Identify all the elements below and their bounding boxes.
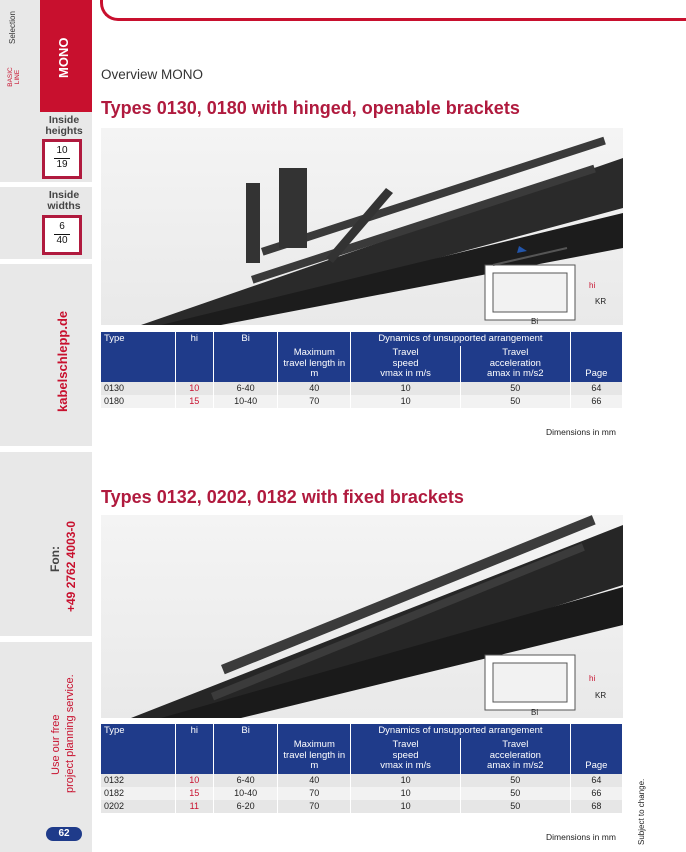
col-bi: Bi <box>213 332 279 382</box>
col-page: Page <box>570 724 624 774</box>
col-hi: hi <box>175 724 214 774</box>
website-link[interactable]: kabelschlepp.de <box>55 310 70 412</box>
diagram-kr-label: KR <box>595 691 606 700</box>
phone-number: +49 2762 4003-0 <box>64 520 78 612</box>
cable-chain-openable-image: hi KR Bi <box>141 136 623 325</box>
col-page: Page <box>570 332 624 382</box>
col-dynamics: Dynamics of unsupported arrangement <box>350 332 571 347</box>
page-overview-title: Overview MONO <box>101 67 204 82</box>
section-label: Selection <box>8 11 17 44</box>
inside-heights-top: 10 <box>56 145 68 156</box>
basic-line-label: BASIC LINE <box>7 67 21 87</box>
page-number-badge: 62 <box>46 827 82 841</box>
col-length: Maximum travel length in m <box>277 724 352 774</box>
service-line-1: Use our free <box>50 714 62 775</box>
sidebar-product-tab <box>40 0 92 128</box>
cable-chain-fixed-image: hi KR Bi <box>131 515 623 718</box>
inside-widths-label: Inside widths <box>47 189 81 213</box>
section2-dimensions-note: Dimensions in mm <box>546 832 616 842</box>
section1-dimensions-note: Dimensions in mm <box>546 427 616 437</box>
header-frame <box>100 0 686 21</box>
diagram-kr-label: KR <box>595 297 606 306</box>
service-panel <box>0 642 92 852</box>
inside-heights-bottom: 19 <box>56 158 68 170</box>
section1-spec-table: Type hi Bi Maximum travel length in m Dy… <box>101 332 624 408</box>
inside-heights-box: 10 19 <box>42 139 82 179</box>
fraction-rule <box>54 233 70 235</box>
inside-widths-box: 6 40 <box>42 215 82 255</box>
col-bi: Bi <box>213 724 279 774</box>
inside-heights-label: Inside heights <box>45 114 83 138</box>
col-type: Type <box>101 724 176 774</box>
website-panel <box>0 264 92 446</box>
product-name: MONO <box>56 37 71 78</box>
service-line-2: project planning service. <box>64 674 76 793</box>
section1-title: Types 0130, 0180 with hinged, openable b… <box>101 98 520 118</box>
phone-panel <box>0 452 92 636</box>
section2-title: Types 0132, 0202, 0182 with fixed bracke… <box>101 487 464 507</box>
col-dynamics: Dynamics of unsupported arrangement <box>350 724 571 739</box>
col-hi: hi <box>175 332 214 382</box>
inside-widths-top: 6 <box>59 221 65 232</box>
col-length: Maximum travel length in m <box>277 332 352 382</box>
inside-widths-bottom: 40 <box>56 234 68 246</box>
col-type: Type <box>101 332 176 382</box>
section1-product-photo: hi KR Bi <box>101 128 623 325</box>
fraction-rule <box>54 157 70 159</box>
section2-spec-table: Type hi Bi Maximum travel length in m Dy… <box>101 724 624 813</box>
diagram-hi-label: hi <box>589 281 595 290</box>
subject-to-change: Subject to change. <box>637 778 646 845</box>
diagram-bi-label: Bi <box>531 317 538 325</box>
diagram-bi-label: Bi <box>531 708 538 717</box>
diagram-hi-label: hi <box>589 674 595 683</box>
section2-product-photo: hi KR Bi <box>101 515 623 718</box>
fon-label: Fon: <box>48 546 62 572</box>
